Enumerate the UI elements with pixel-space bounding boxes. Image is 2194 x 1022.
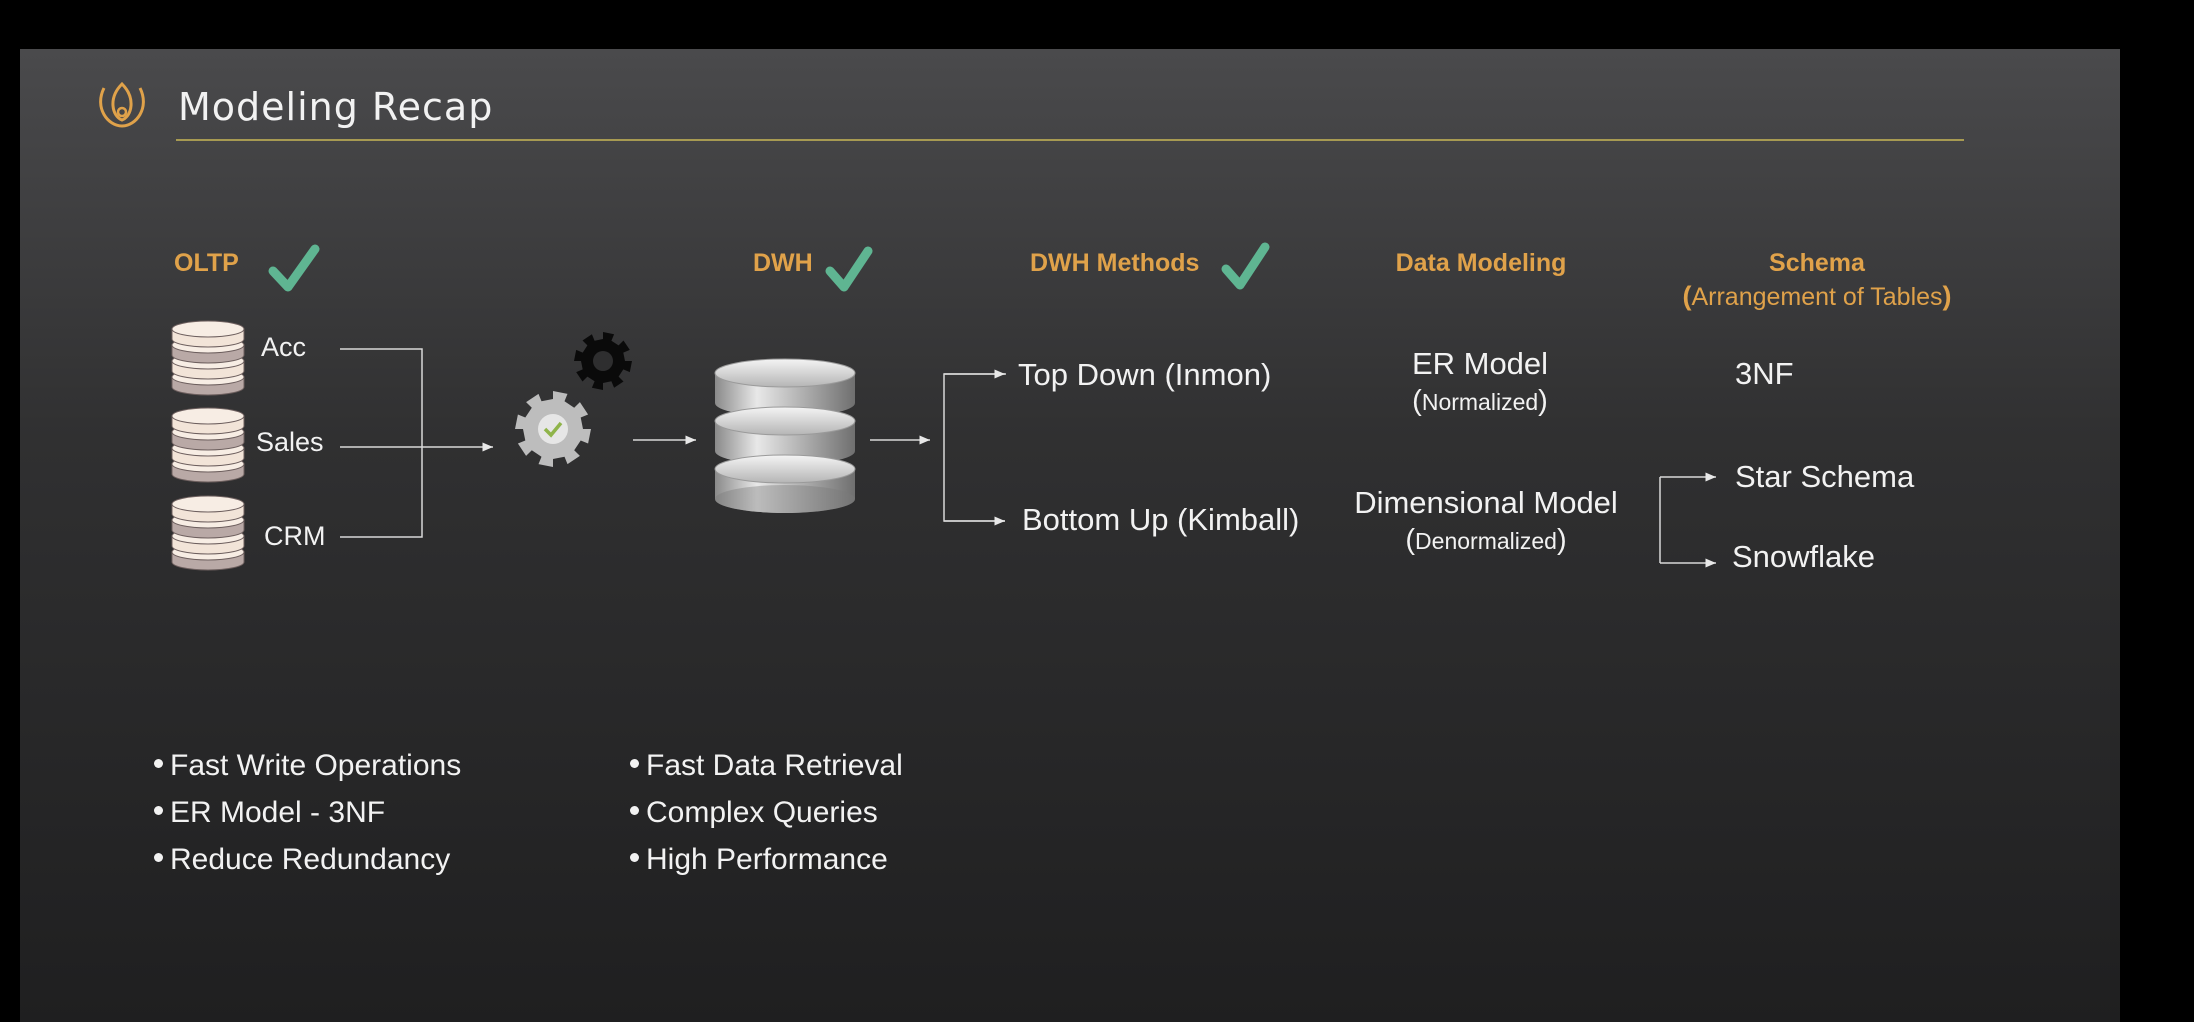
bullet-right-2: Complex Queries xyxy=(630,796,878,830)
schema-3nf: 3NF xyxy=(1735,356,1794,391)
checkmark-icon xyxy=(268,244,320,292)
source-label-sales: Sales xyxy=(256,427,324,457)
model-dimensional: Dimensional Model xyxy=(1354,485,1618,520)
schema-star: Star Schema xyxy=(1735,459,1915,494)
bullet-left-1: Fast Write Operations xyxy=(154,749,461,783)
schema-subheader-text: Arrangement of Tables xyxy=(1691,283,1943,311)
dwh-methods-header: DWH Methods xyxy=(1030,249,1200,277)
model-dimensional-sub: (Denormalized) xyxy=(1405,524,1567,556)
source-label-crm: CRM xyxy=(264,521,326,551)
bullet-right-1: Fast Data Retrieval xyxy=(630,749,903,783)
dwh-database-icon xyxy=(714,358,856,513)
model-er: ER Model xyxy=(1411,346,1549,381)
slide: Modeling Recap OLTP DWH DWH Methods Data… xyxy=(20,49,2120,1022)
database-stack-icon xyxy=(171,320,245,571)
schema-subheader: (Arrangement of Tables) xyxy=(1682,281,1952,311)
model-er-sub: (Normalized) xyxy=(1412,385,1548,417)
method-top-down: Top Down (Inmon) xyxy=(1018,357,1272,392)
method-bottom-up: Bottom Up (Kimball) xyxy=(1022,502,1300,537)
bullet-left-3: Reduce Redundancy xyxy=(154,843,450,877)
model-dimensional-sub-text: Denormalized xyxy=(1415,528,1557,554)
bullet-right-3: High Performance xyxy=(630,843,888,877)
data-modeling-header: Data Modeling xyxy=(1395,249,1567,277)
logo-icon xyxy=(99,81,145,128)
checkmark-icon xyxy=(825,246,873,292)
bullet-left-2: ER Model - 3NF xyxy=(154,796,385,830)
gear-icon xyxy=(574,332,632,390)
oltp-header: OLTP xyxy=(174,249,239,277)
gear-icon xyxy=(515,391,591,467)
source-label-acc: Acc xyxy=(261,332,307,362)
diagram-graphics xyxy=(99,81,1716,571)
schema-snowflake: Snowflake xyxy=(1732,539,1876,574)
model-er-sub-text: Normalized xyxy=(1421,389,1539,415)
checkmark-icon xyxy=(1221,242,1270,290)
dwh-header: DWH xyxy=(753,249,813,277)
schema-header: Schema xyxy=(1769,249,1865,277)
page-title: Modeling Recap xyxy=(178,85,494,129)
title-underline xyxy=(176,139,1964,141)
